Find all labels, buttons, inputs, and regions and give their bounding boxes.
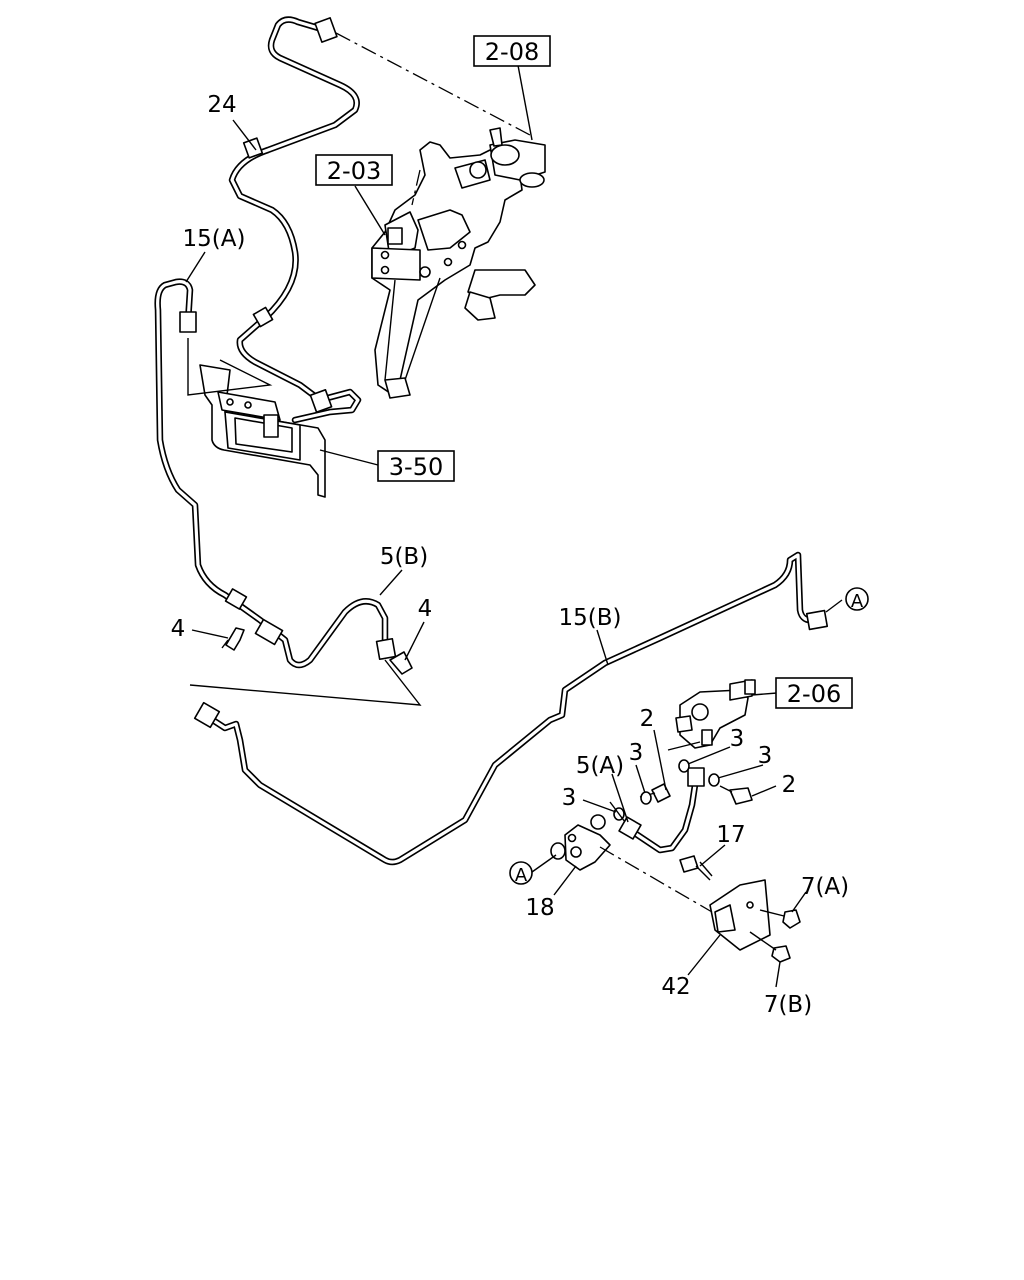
pedal-assembly: [371, 127, 546, 399]
ref-label-2-03: 2-03: [327, 157, 381, 185]
washer-3-b: [678, 759, 690, 773]
callout-15a: 15(A): [183, 226, 246, 252]
callout-3-upper-right: 3: [730, 726, 745, 752]
connector-a-right-label: A: [851, 591, 864, 612]
callout-18: 18: [525, 895, 554, 921]
callout-7b: 7(B): [764, 992, 812, 1018]
callout-2-upper: 2: [640, 706, 655, 732]
pipe-15b: [193, 551, 829, 866]
callout-3-right: 3: [758, 743, 773, 769]
ref-label-3-50: 3-50: [389, 453, 443, 481]
nut-7a: [782, 909, 801, 929]
callout-4-left: 4: [171, 616, 186, 642]
connector-a-left-label: A: [515, 865, 528, 886]
part-callouts: 24 15(A) 5(B) 4 4 15(B) 2 3 3 3 5(A) 3 2…: [171, 92, 849, 1018]
callout-2-lower: 2: [782, 772, 797, 798]
pipe-5a: [618, 767, 705, 854]
ref-label-2-08: 2-08: [485, 38, 539, 66]
callout-5a: 5(A): [576, 753, 624, 779]
callout-42: 42: [661, 974, 690, 1000]
washer-3-a: [640, 791, 652, 805]
washer-3-c: [708, 773, 720, 787]
slave-cylinder-18: [550, 814, 611, 871]
callout-4-right: 4: [418, 596, 433, 622]
bracket-3-50: [199, 364, 326, 498]
connector-a-left: A: [509, 861, 533, 886]
ref-box-3-50: 3-50: [377, 450, 455, 482]
pipe-15a: [154, 278, 397, 669]
ref-box-2-06: 2-06: [775, 677, 853, 709]
ref-box-2-08: 2-08: [473, 35, 551, 67]
callout-17: 17: [716, 822, 745, 848]
connector-a-right: A: [845, 587, 869, 612]
callout-15b: 15(B): [559, 605, 622, 631]
nut-7b: [771, 945, 791, 963]
callout-5b: 5(B): [380, 544, 428, 570]
callout-3-upper-left: 3: [629, 740, 644, 766]
assembly-lines: [187, 32, 785, 951]
master-cylinder-2-06: [675, 679, 756, 749]
ref-box-2-03: 2-03: [315, 154, 393, 186]
pipe-24: [228, 16, 362, 424]
bracket-42: [709, 879, 771, 951]
callout-3-left: 3: [562, 785, 577, 811]
bolt-2-lower: [719, 785, 753, 805]
clip-4-left: [221, 627, 245, 651]
leader-lines: [185, 59, 843, 988]
callout-24: 24: [207, 92, 236, 118]
ref-label-2-06: 2-06: [787, 680, 841, 708]
callout-7a: 7(A): [801, 874, 849, 900]
